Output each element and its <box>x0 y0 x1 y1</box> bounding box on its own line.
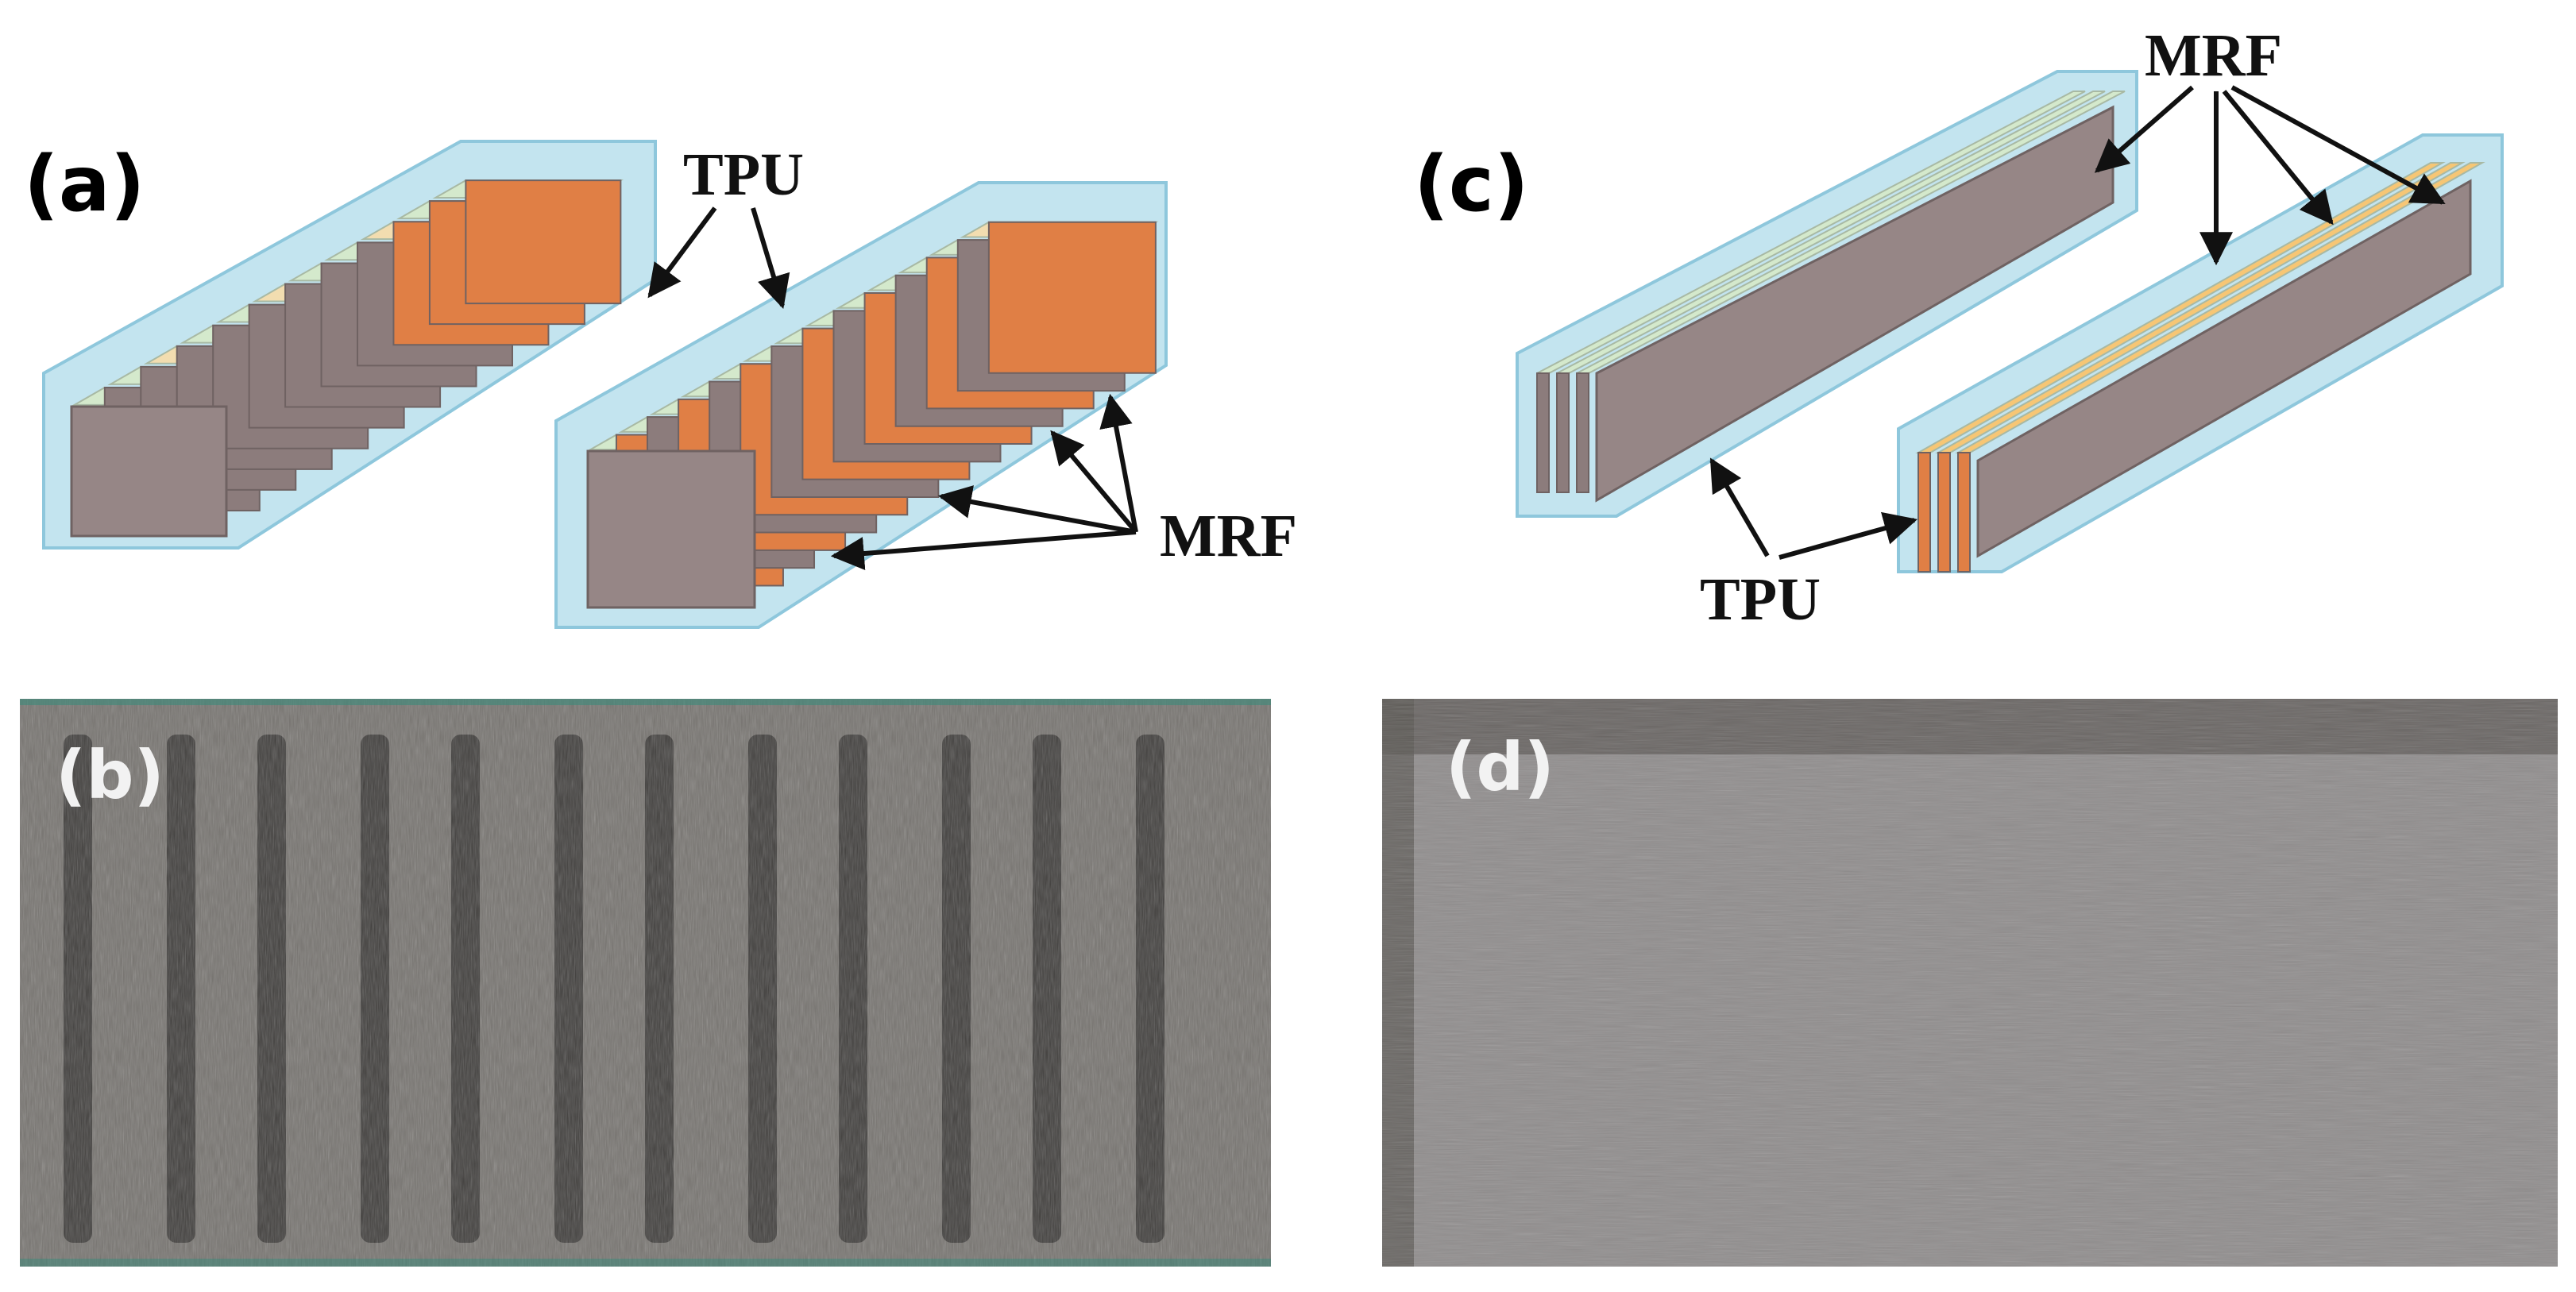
arrow <box>2222 90 2334 226</box>
long-side-face <box>1976 179 2472 558</box>
panel-a-label: (a) <box>24 140 145 229</box>
arrow <box>751 207 790 310</box>
stripe-group <box>1536 91 2126 493</box>
arrow <box>647 206 717 299</box>
arrow <box>1709 457 1770 557</box>
arrow <box>2094 85 2194 173</box>
long-side-face <box>1595 105 2114 503</box>
panel-c-label: (c) <box>1414 140 1529 229</box>
mrf-callout: MRF <box>1160 503 1297 569</box>
tpu-callout: TPU <box>683 141 804 208</box>
rib-end-face <box>1576 372 1589 493</box>
arrow <box>937 485 1137 534</box>
rib-end-face <box>1957 452 1971 573</box>
front-face <box>70 405 228 538</box>
layered-block-2 <box>1897 133 2504 573</box>
panel-a: (a) TPU MRF <box>24 140 1297 629</box>
stripe-group <box>1915 162 2485 573</box>
rib-end-face <box>1918 452 1931 573</box>
tpu-callout: TPU <box>1700 566 1821 633</box>
arrow <box>1050 430 1138 534</box>
rib-end-face <box>1556 372 1570 493</box>
panel-c: (c) MRF TPU <box>1414 22 2504 633</box>
layered-block-2 <box>554 181 1168 629</box>
arrow <box>1778 511 1918 560</box>
layered-block-1 <box>1516 70 2138 518</box>
photo-d: (d) <box>1382 699 2558 1267</box>
arrow <box>1099 393 1138 533</box>
arrow <box>2230 85 2446 205</box>
rib-end-face <box>1536 372 1550 493</box>
arrow <box>830 530 1137 570</box>
photo-b: (b) <box>20 699 1271 1267</box>
panel-b-label: (b) <box>56 736 164 814</box>
stripe-end-face <box>465 179 622 305</box>
rib-end-face <box>1937 452 1951 573</box>
stripe-end-face <box>987 221 1157 374</box>
mrf-callout: MRF <box>2145 22 2282 89</box>
panel-d-label: (d) <box>1446 728 1554 806</box>
front-face <box>586 449 756 609</box>
layered-block-1 <box>42 140 657 550</box>
